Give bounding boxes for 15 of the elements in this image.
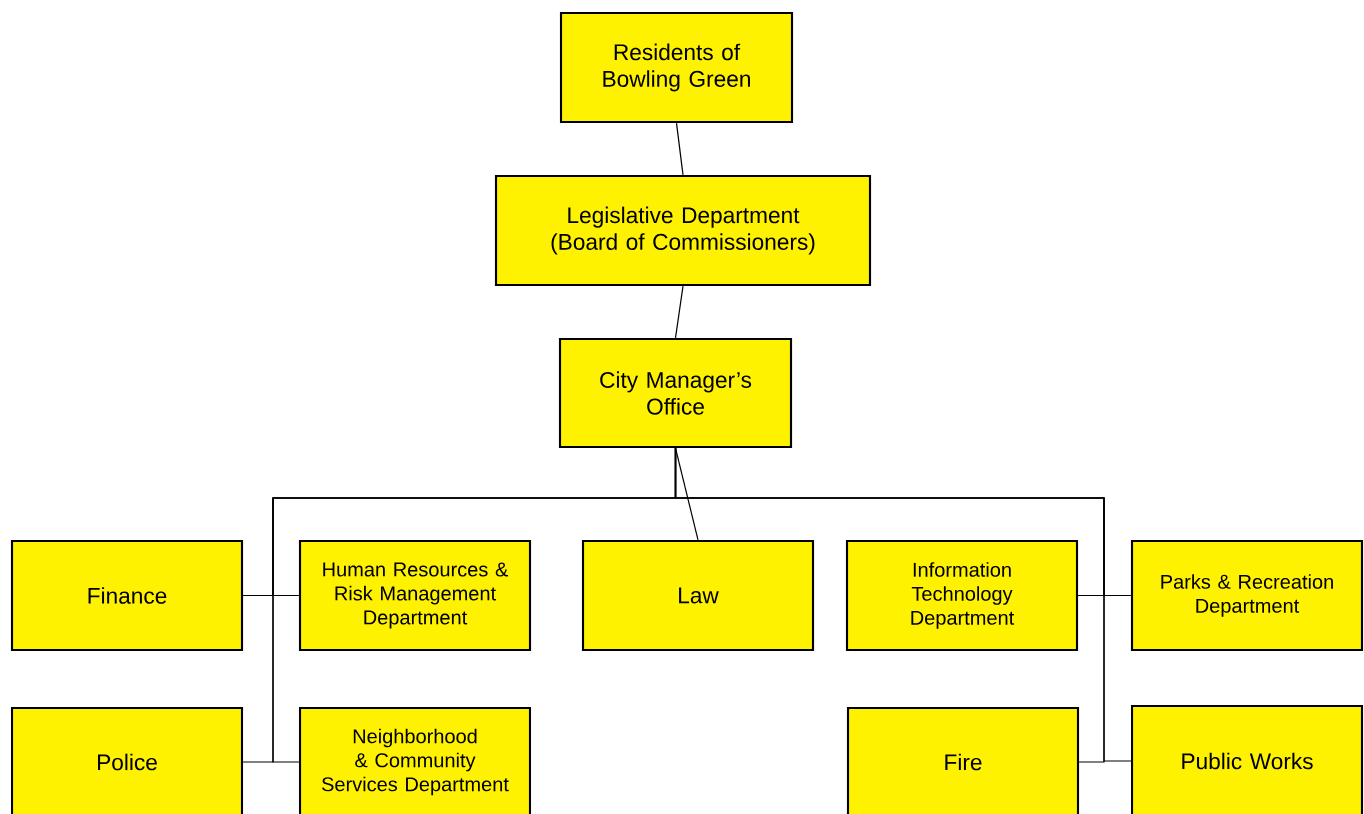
department-box: Public Works	[1130, 704, 1364, 814]
connector-line	[675, 122, 684, 176]
department-box: Parks & Recreation Department	[1130, 539, 1364, 652]
department-box: Human Resources & Risk Management Department	[298, 539, 532, 652]
department-box: Police	[10, 706, 244, 814]
department-box: City Manager’s Office	[558, 337, 793, 449]
connector-line	[674, 447, 699, 541]
department-box: Residents of Bowling Green	[559, 11, 794, 124]
department-box: Fire	[846, 706, 1080, 814]
department-box: Finance	[10, 539, 244, 652]
department-box: Legislative Department (Board of Commissioners)	[494, 174, 872, 287]
department-box: Neighborhood & Community Services Department	[298, 706, 532, 814]
department-box: Information Technology Department	[845, 539, 1079, 652]
connector-line	[674, 285, 684, 339]
department-box: Law	[581, 539, 815, 652]
